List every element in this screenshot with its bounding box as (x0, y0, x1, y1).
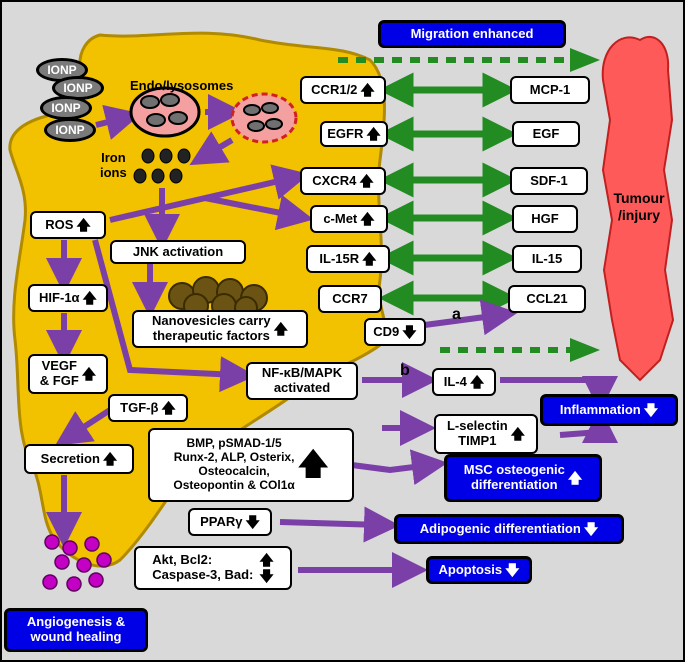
up-arrow-icon: 🡅 (360, 210, 375, 227)
adipogenic-box: Adipogenic differentiation🡇 (394, 514, 624, 544)
receptor-il-15r-label: IL-15R (319, 250, 360, 266)
down-arrow-icon: 🡇 (583, 520, 599, 537)
tgf-b-label: TGF-β (120, 399, 159, 415)
secreted-factor-dots (42, 534, 112, 592)
ligand-egf: EGF (512, 121, 580, 147)
msc-osteogenic-label: MSC osteogenic differentiation (463, 462, 565, 492)
receptor-c-met-label: c-Met (323, 210, 358, 226)
ligand-ccl21: CCL21 (508, 285, 586, 313)
iron-ion-dots (133, 148, 191, 184)
akt-bcl2-label: Akt, Bcl2: Caspase-3, Bad: (152, 552, 254, 582)
l-selectin-timp1-label: L-selectin TIMP1 (446, 418, 508, 448)
up-arrow-icon: 🡅 (76, 216, 91, 233)
up-arrow-icon: 🡅 (567, 469, 583, 486)
down-arrow-icon: 🡇 (245, 513, 260, 530)
l-selectin-timp1-box: L-selectin TIMP1🡅 (434, 414, 538, 454)
up-arrow-icon: 🡅 (366, 125, 381, 142)
endo-lysosomes-label: Endo/lysosomes (130, 78, 234, 93)
up-arrow-icon: 🡅 (359, 172, 374, 189)
ppar-gamma-box: PPARγ🡇 (188, 508, 272, 536)
ros-label: ROS (45, 216, 74, 232)
receptor-ligand-arrows (378, 72, 518, 316)
adipogenic-label: Adipogenic differentiation (419, 520, 581, 536)
pathway-arrows (46, 94, 618, 588)
tumour-mass (601, 35, 675, 382)
iron-ions-label: Iron ions (100, 150, 127, 180)
receptor-il-15r: IL-15R🡅 (306, 245, 390, 273)
tgf-b-box: TGF-β🡅 (108, 394, 188, 422)
up-arrow-icon: 🡅 (102, 450, 118, 467)
hif-1a-box: HIF-1α🡅 (28, 284, 108, 312)
receptor-ccr1-2: CCR1/2🡅 (300, 76, 386, 104)
up-arrow-icon: 🡅 (81, 365, 97, 382)
up-arrow-icon: 🡅 (82, 289, 97, 306)
down-arrow-icon: 🡇 (259, 568, 274, 584)
lysosome-vesicle (230, 92, 298, 144)
receptor-c-met: c-Met🡅 (310, 205, 388, 233)
receptor-egfr: EGFR🡅 (320, 121, 388, 147)
down-arrow-icon: 🡇 (643, 401, 659, 418)
hif-1a-label: HIF-1α (39, 289, 80, 305)
ligand-hgf: HGF (512, 205, 578, 233)
apoptosis-label: Apoptosis (438, 561, 503, 577)
cd9-label: CD9 (373, 323, 400, 339)
up-arrow-icon: 🡅 (297, 447, 329, 481)
migration-arrowhead-top (570, 48, 600, 72)
receptor-cxcr4-label: CXCR4 (312, 172, 357, 188)
tumour-injury-label: Tumour /injury (613, 190, 665, 223)
up-arrow-icon: 🡅 (273, 320, 288, 337)
up-arrow-icon: 🡅 (469, 373, 485, 390)
receptor-ccr1-2-label: CCR1/2 (311, 81, 358, 97)
cd9-box: CD9🡇 (364, 318, 426, 346)
bmp-markers-label: BMP, pSMAD-1/5 Runx-2, ALP, Osterix, Ost… (173, 436, 295, 492)
nanovesicles-label: Nanovesicles carry therapeutic factors (152, 313, 271, 343)
bmp-osteogenic-markers-box: BMP, pSMAD-1/5 Runx-2, ALP, Osterix, Ost… (148, 428, 354, 502)
ligand-mcp-1: MCP-1 (510, 76, 590, 104)
akt-bcl2-box: Akt, Bcl2: Caspase-3, Bad: 🡅🡇 (134, 546, 292, 590)
up-arrow-icon: 🡅 (510, 425, 526, 442)
angiogenesis-box: Angiogenesis & wound healing (4, 608, 148, 652)
ligand-sdf-1: SDF-1 (510, 167, 588, 195)
vesicle-particles (140, 93, 283, 132)
up-arrow-icon: 🡅 (362, 250, 377, 267)
ionp-particle-4: IONP (44, 118, 96, 142)
secretion-label: Secretion (40, 450, 100, 466)
migration-enhanced-box: Migration enhanced (378, 20, 566, 48)
receptor-cxcr4: CXCR4🡅 (300, 167, 386, 195)
up-arrow-icon: 🡅 (161, 399, 176, 416)
up-arrow-icon: 🡅 (259, 551, 274, 568)
nanovesicles-box: Nanovesicles carry therapeutic factors🡅 (132, 310, 308, 348)
nfkb-mapk-box: NF-κB/MAPK activated (246, 362, 358, 400)
down-arrow-icon: 🡇 (402, 323, 417, 340)
ionp-particle-3: IONP (40, 96, 92, 120)
receptor-ccr7: CCR7 (318, 285, 382, 313)
vegf-fgf-label: VEGF & FGF (39, 358, 79, 388)
label-b: b (400, 362, 410, 379)
down-arrow-icon: 🡇 (505, 561, 520, 578)
label-a: a (452, 306, 461, 323)
msc-osteogenic-box: MSC osteogenic differentiation🡅 (444, 454, 602, 502)
inflammation-label: Inflammation (559, 401, 641, 417)
receptor-egfr-label: EGFR (327, 125, 364, 141)
migration-arrowhead-bottom (570, 338, 600, 362)
ligand-il-15: IL-15 (512, 245, 582, 273)
secretion-box: Secretion🡅 (24, 444, 134, 474)
up-arrow-icon: 🡅 (360, 81, 375, 98)
ros-box: ROS🡅 (30, 211, 106, 239)
jnk-activation-box: JNK activation (110, 240, 246, 264)
apoptosis-box: Apoptosis🡇 (426, 556, 532, 584)
ppar-gamma-label: PPARγ (200, 513, 243, 529)
il-4-box: IL-4🡅 (432, 368, 496, 396)
il-4-label: IL-4 (443, 373, 467, 389)
inflammation-box: Inflammation🡇 (540, 394, 678, 426)
vegf-fgf-box: VEGF & FGF🡅 (28, 354, 108, 394)
